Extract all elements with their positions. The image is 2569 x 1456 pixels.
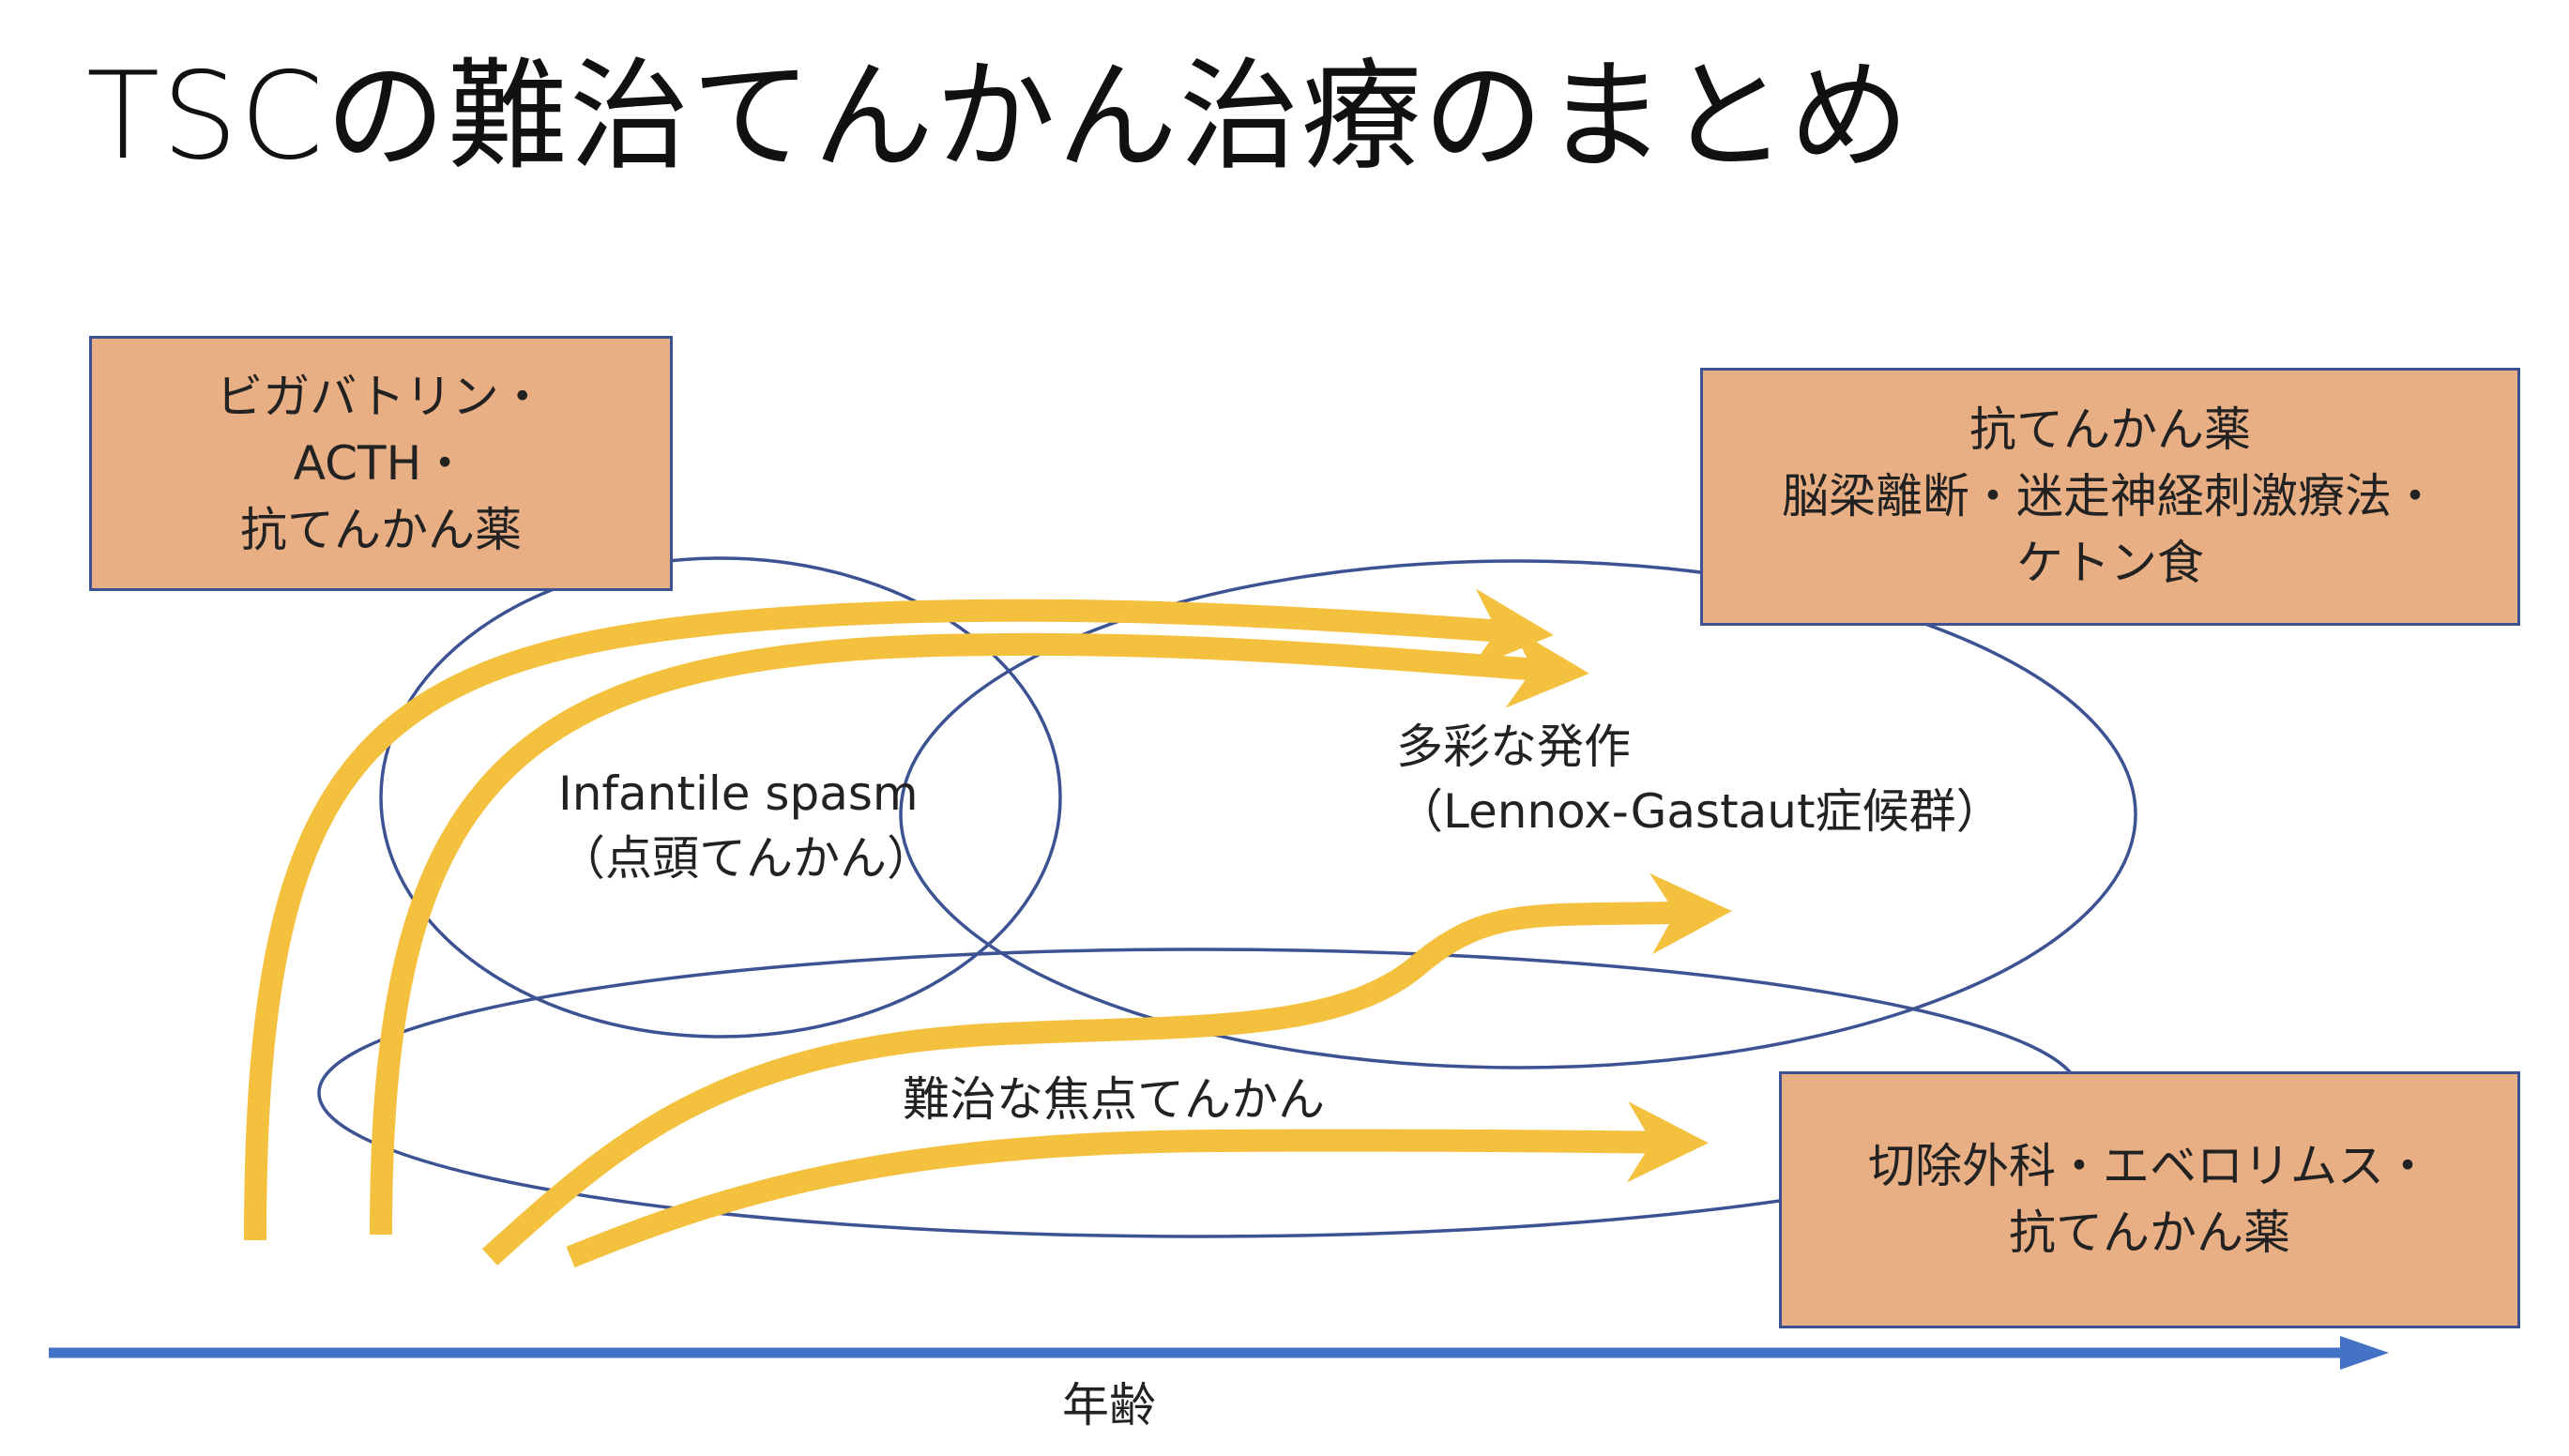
- age-axis-arrowhead: [2340, 1336, 2389, 1370]
- infantile-spasm-label: Infantile spasm （点頭てんかん）: [558, 762, 934, 891]
- progression-arrow-1: [244, 588, 1554, 1241]
- infantile-spasm-label-line: Infantile spasm: [558, 766, 919, 821]
- focal-epilepsy-label: 難治な焦点てんかん: [903, 1072, 1325, 1127]
- treatment-box-line: 脳梁離断・迷走神経刺激療法・: [1782, 469, 2439, 523]
- treatment-box-line: 抗てんかん薬: [1969, 402, 2251, 457]
- lennox-gastaut-ellipse: [899, 559, 2137, 1069]
- lennox-gastaut-label: 多彩な発作 （Lennox-Gastaut症候群）: [1396, 715, 2003, 844]
- treatment-box-line: ACTH・: [293, 435, 469, 491]
- age-axis-label: 年齢: [1062, 1378, 1156, 1433]
- lennox-gastaut-label-line: （Lennox-Gastaut症候群）: [1396, 784, 2003, 839]
- infantile-spasm-label-line: （点頭てんかん）: [558, 831, 934, 886]
- treatment-box-line: ビガバトリン・: [216, 369, 546, 424]
- page-title: TSCの難治てんかん治療のまとめ: [86, 47, 1911, 187]
- treatment-box-line: 抗てんかん薬: [240, 502, 522, 557]
- treatment-box-infantile: ビガバトリン・ ACTH・ 抗てんかん薬: [89, 336, 673, 591]
- progression-arrow-2: [370, 627, 1589, 1236]
- treatment-box-focal: 切除外科・エベロリムス・ 抗てんかん薬: [1779, 1071, 2520, 1328]
- treatment-box-line: 切除外科・エベロリムス・: [1868, 1139, 2431, 1193]
- treatment-box-line: 抗てんかん薬: [2009, 1206, 2290, 1260]
- lennox-gastaut-label-line: 多彩な発作: [1396, 720, 1631, 774]
- progression-arrow-4: [566, 1100, 1709, 1268]
- infantile-spasm-ellipse: [379, 556, 1062, 1039]
- progression-arrow-3: [481, 872, 1732, 1266]
- treatment-box-lennox: 抗てんかん薬 脳梁離断・迷走神経刺激療法・ ケトン食: [1700, 368, 2520, 626]
- treatment-box-line: ケトン食: [2016, 536, 2204, 590]
